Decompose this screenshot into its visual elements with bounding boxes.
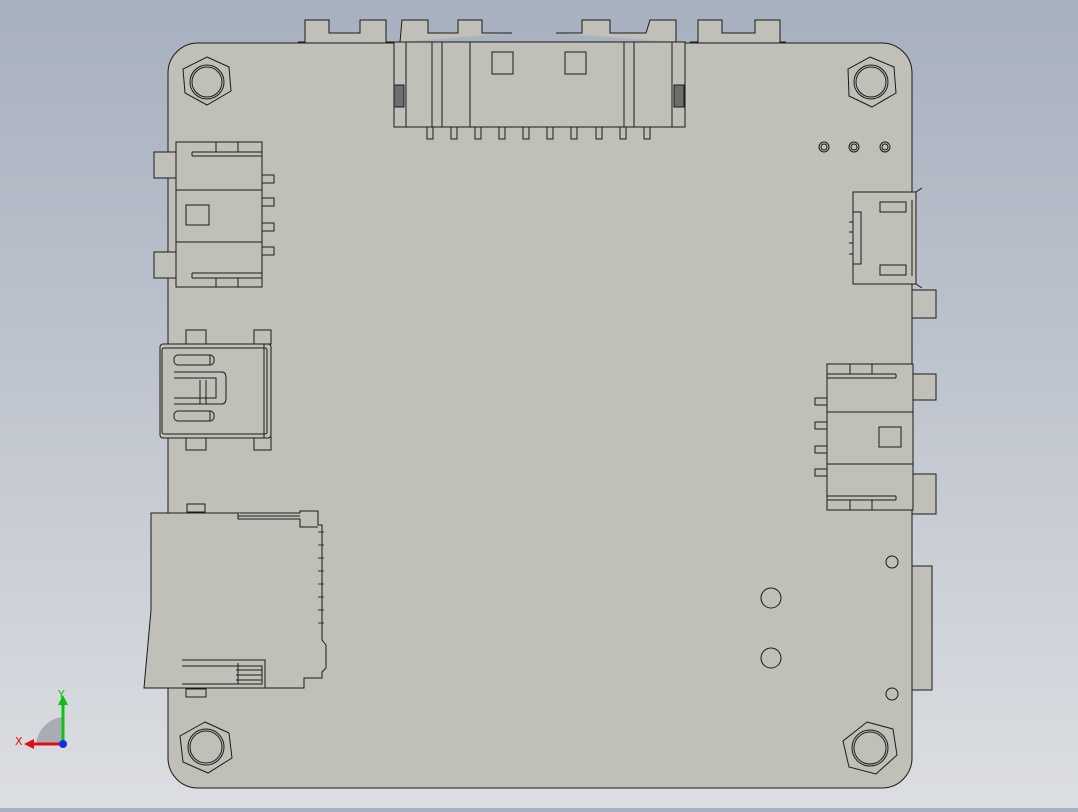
board-holes [760, 555, 899, 701]
micro-usb-port[interactable] [849, 187, 923, 289]
right-edge-connector [909, 565, 933, 691]
y-arrowhead [58, 695, 68, 705]
axis-triad: Y X [10, 685, 80, 755]
top-pin-header[interactable] [393, 41, 686, 140]
right-jst-connector[interactable] [814, 363, 914, 511]
mounting-hole-top-left[interactable] [182, 56, 232, 106]
right-tab-upper [911, 289, 937, 319]
mounting-hole-bottom-left[interactable] [179, 721, 233, 774]
top-connector-housings [298, 19, 786, 43]
mini-usb-port[interactable] [159, 329, 272, 451]
right-tab-lower [911, 473, 937, 515]
triad-plane [36, 717, 62, 745]
microsd-card-slot[interactable] [143, 503, 327, 698]
x-axis-label: X [15, 735, 23, 748]
left-jst-connector[interactable] [153, 141, 275, 288]
x-arrowhead [24, 739, 34, 749]
right-tab-mid [911, 373, 937, 401]
mounting-hole-top-right[interactable] [847, 56, 897, 108]
y-axis-label: Y [57, 688, 65, 701]
mounting-hole-bottom-right[interactable] [842, 721, 898, 775]
test-points [818, 141, 891, 153]
z-axis-dot [59, 740, 67, 748]
